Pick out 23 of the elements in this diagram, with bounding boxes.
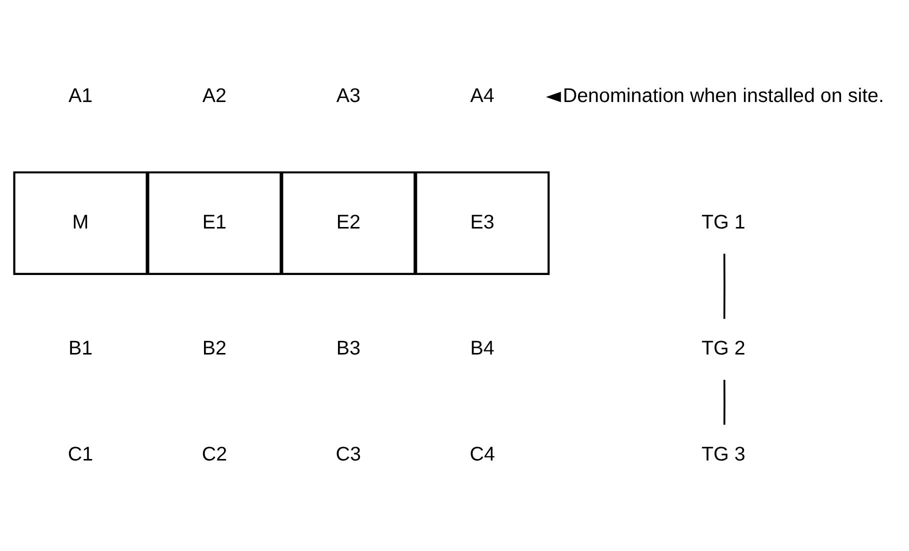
node-box: E1 [147,170,282,274]
node-box: E2 [281,170,416,274]
label: B2 [202,337,227,360]
label: A2 [202,84,227,107]
connector [723,379,726,424]
label: A3 [336,84,360,107]
label: B4 [470,337,494,360]
label: C3 [336,442,362,465]
label: C2 [202,442,228,465]
node-text: TG 1 [702,210,746,233]
connector [723,253,726,318]
label: A1 [68,84,93,107]
label: B1 [68,337,93,360]
node-text: Denomination when installed on site. [562,84,884,107]
node-box: M [13,170,148,274]
label: C4 [470,442,495,465]
node-text: TG 3 [702,442,746,465]
label: C1 [68,442,94,465]
node-text: A4 [470,84,494,107]
node-text: TG 2 [702,337,746,360]
node-box: E3 [415,170,550,274]
label: B3 [336,337,360,360]
arrow [546,91,561,102]
